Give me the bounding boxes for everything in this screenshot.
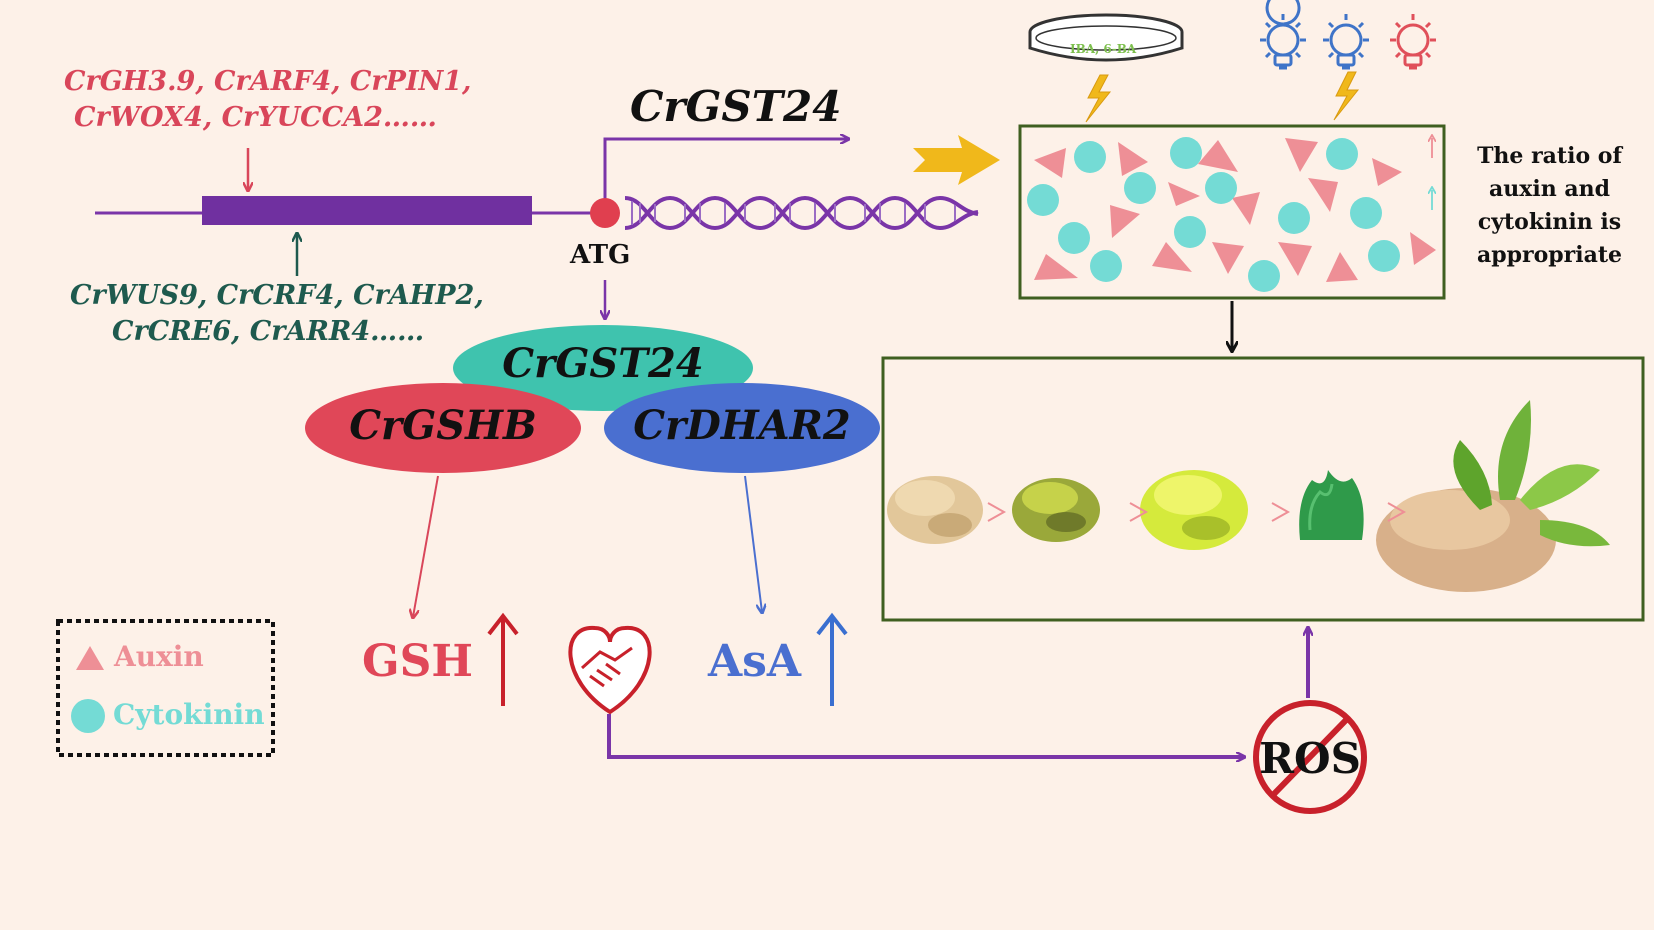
upstream-red-genes-line1: CrGH3.9, CrARF4, CrPIN1, [64, 66, 472, 97]
blue-bulb-icon-2 [1323, 14, 1369, 70]
promoter-region [202, 196, 532, 225]
asa-label: AsA [708, 636, 802, 687]
asa-up-arrow [816, 612, 848, 706]
gsh-label: GSH [362, 636, 473, 687]
legend-auxin-swatch [76, 646, 104, 670]
hormone-box [1018, 124, 1446, 300]
embryo-stage [1299, 470, 1364, 540]
gold-arrow [913, 135, 1000, 185]
dhar2-protein [604, 383, 880, 473]
no-ros-icon [1253, 700, 1367, 814]
upstream-green-genes-line1: CrWUS9, CrCRF4, CrAHP2, [70, 280, 484, 311]
legend-auxin-label: Auxin [114, 640, 204, 673]
callus-stage-1 [887, 476, 983, 544]
gst24-protein-label: CrGST24 [502, 340, 704, 387]
gshb-protein [305, 383, 581, 473]
legend-cytokinin-label: Cytokinin [113, 698, 265, 731]
gshb-to-gsh-arrow [413, 475, 439, 617]
transcription-arrow [603, 139, 848, 206]
atg-label: ATG [570, 240, 631, 270]
cytokinin-circles [1027, 137, 1400, 292]
gsh-up-arrow [487, 612, 519, 706]
ros-label: ROS [1259, 734, 1361, 783]
ratio-line-3: cytokinin is [1477, 209, 1622, 235]
auxin-triangles [1034, 138, 1436, 282]
red-bulb-icon [1390, 14, 1436, 70]
dhar2-to-asa-arrow [744, 475, 762, 612]
lightning-icon [1085, 74, 1112, 123]
plantlet-stage [1376, 400, 1610, 592]
stage-arrows [987, 502, 1407, 522]
ratio-text: The ratio of auxin and cytokinin is appr… [1462, 140, 1637, 272]
start-site-dot [590, 198, 620, 228]
dna-helix [624, 195, 979, 231]
upstream-green-genes-line2: CrCRE6, CrARR4…… [112, 316, 425, 347]
regeneration-box [881, 356, 1645, 622]
dish-label: IBA, 6-BA [1070, 42, 1137, 56]
dna-rungs [631, 201, 956, 225]
handshake-heart-icon [568, 625, 652, 715]
legend-cytokinin-swatch [71, 699, 105, 733]
blue-bulb-icon [1260, 0, 1306, 70]
upstream-red-genes-line2: CrWOX4, CrYUCCA2…… [74, 102, 437, 133]
ratio-line-2: auxin and [1488, 176, 1610, 202]
gene-name-label: CrGST24 [630, 82, 842, 131]
gshb-protein-label: CrGSHB [349, 402, 537, 449]
lightning-icon-2 [1333, 71, 1360, 121]
ratio-line-4: appropriate [1476, 242, 1623, 268]
petri-dish-icon [1028, 13, 1184, 62]
legend-box [56, 619, 275, 757]
heart-to-ros-arrow [607, 714, 1244, 757]
callus-stage-3 [1140, 470, 1248, 550]
ratio-line-1: The ratio of [1477, 143, 1622, 169]
callus-stage-2 [1012, 478, 1100, 542]
dhar2-protein-label: CrDHAR2 [633, 402, 851, 449]
